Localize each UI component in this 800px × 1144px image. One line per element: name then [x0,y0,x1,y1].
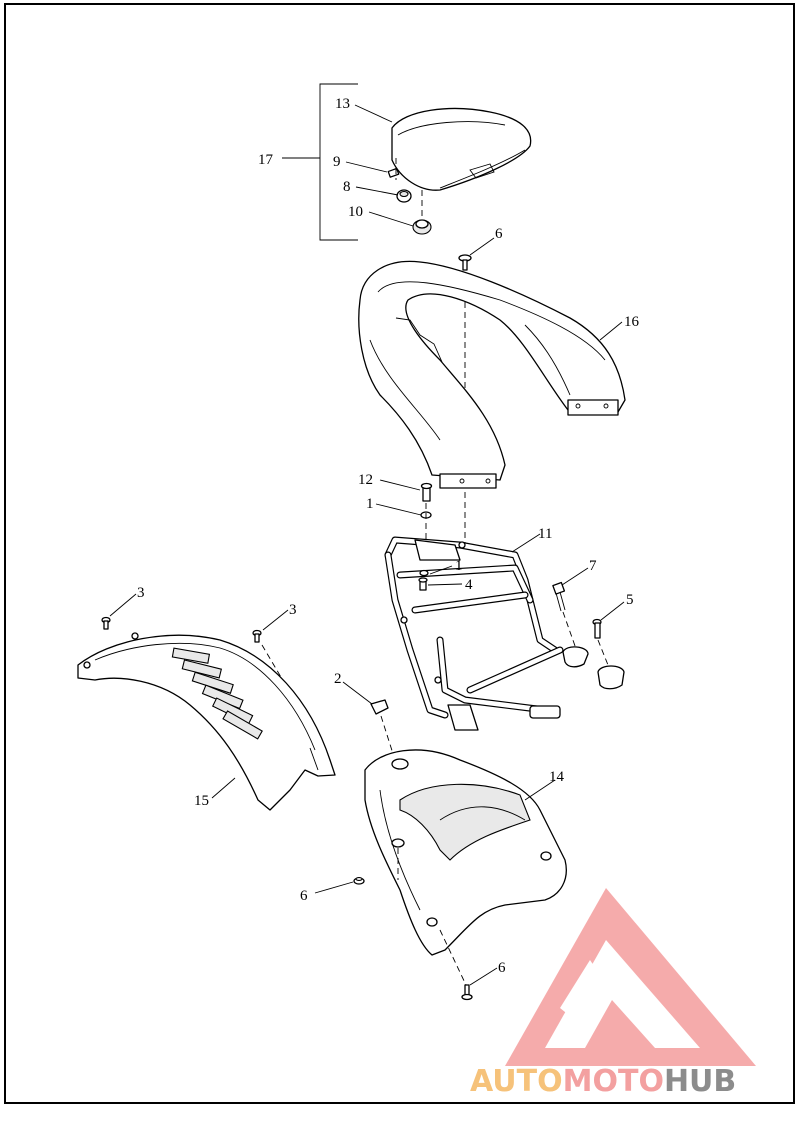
part-10-nut [412,219,432,235]
watermark-triangle-cut [545,940,700,1048]
part-5-bolt [592,618,602,639]
callout-9: 9 [333,154,341,170]
part-1-washer-lower [419,569,429,577]
callout-labels: 17 13 9 8 10 6 16 12 1 11 1 4 7 5 3 3 2 … [137,96,640,976]
watermark-logo [505,888,756,1066]
watermark-word-moto: MOTO [563,1064,664,1099]
callout-3-left: 3 [137,585,145,601]
part-3-screw-right [252,629,262,643]
watermark-word-auto: AUTO [470,1064,563,1099]
part-11-frame [384,536,564,731]
part-8-grommet [396,189,412,203]
callout-3-right: 3 [289,602,297,618]
callout-15: 15 [194,793,209,809]
part-6-screw-bottom [461,984,473,1001]
watermark-text: AUTOMOTOHUB [470,1064,736,1099]
callout-5: 5 [626,592,634,608]
leader-lines [109,104,625,986]
part-15-fender [77,632,336,811]
callout-8: 8 [343,179,351,195]
callout-7: 7 [589,558,597,574]
part-6-screw-top [458,254,472,271]
part-14-tray [364,749,567,956]
callout-11: 11 [538,526,552,542]
part-9-clip [387,167,400,178]
part-6-screw-left [353,876,365,885]
watermark-triangle-inner [585,1000,655,1048]
part-7-bolt [552,581,566,612]
part-3-screw-left [101,616,111,630]
kit-17-bracket [282,83,358,241]
callout-12: 12 [358,472,373,488]
diagram-border [4,3,795,1104]
part-16-cover [358,260,626,489]
frame-mount-foot [562,646,625,690]
callout-17: 17 [258,152,274,168]
callout-6-top: 6 [495,226,503,242]
callout-1-upper: 1 [366,496,374,512]
callout-6-left: 6 [300,888,308,904]
part-2-clip [370,699,389,715]
watermark-word-hub: HUB [664,1064,736,1099]
svg-text:AUTOMOTOHUB: AUTOMOTOHUB [470,1064,736,1099]
callout-16: 16 [624,314,640,330]
part-13-pad [391,107,532,191]
callout-10: 10 [348,204,363,220]
callout-4: 4 [465,577,473,593]
callout-14: 14 [549,769,565,785]
part-12-stud [420,482,433,502]
callout-1-lower: 1 [455,558,463,574]
part-4-bolt [418,577,428,591]
callout-13: 13 [335,96,350,112]
callout-2: 2 [334,671,342,687]
fender-vents [171,647,263,740]
callout-6-bottom: 6 [498,960,506,976]
